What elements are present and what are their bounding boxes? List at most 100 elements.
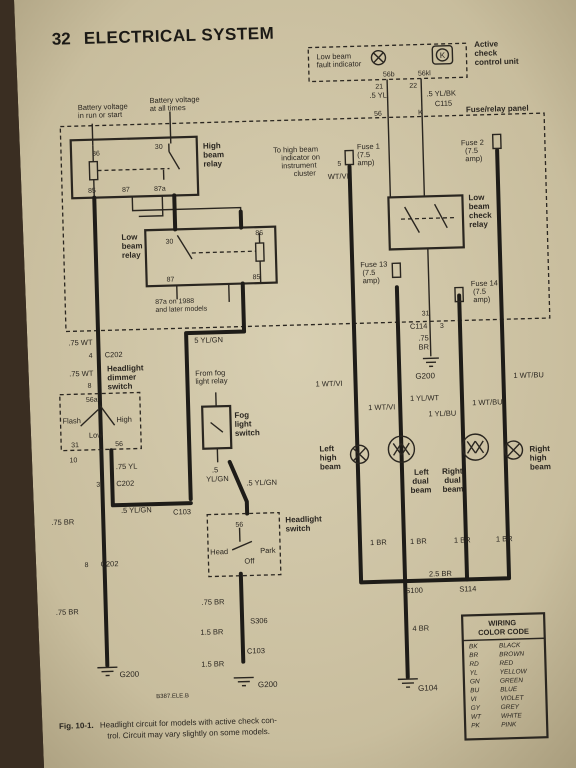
- battery-run-label: Battery voltage in run or start: [78, 102, 131, 120]
- wire-label-15br-b: 1.5 BR: [201, 659, 225, 669]
- svg-text:87a: 87a: [154, 186, 166, 193]
- section-title: ELECTRICAL SYSTEM: [84, 24, 275, 48]
- note-87a-label: 87a on 1988 and later models: [155, 298, 208, 314]
- fuse-1-label: Fuse 1 (7.5 amp): [357, 142, 383, 168]
- wire-label-br: BR: [418, 342, 429, 351]
- wire-label-56: 56: [374, 111, 382, 118]
- wire-fuse2-to-right-high: [403, 148, 512, 584]
- fuse-2: [491, 133, 502, 150]
- color-code-abbr: BR: [469, 652, 479, 659]
- headlight-dimmer-switch: 56a Flash High Low 31 56: [59, 391, 142, 452]
- pin-56b: 56b: [383, 71, 395, 78]
- right-high-beam-label: Right high beam: [529, 444, 552, 472]
- pin-21: 21: [375, 84, 383, 91]
- fuse-14-label: Fuse 14 (7.5 amp): [471, 278, 501, 304]
- svg-text:30: 30: [165, 238, 173, 245]
- wire-label-wtvi-small: WT/VI: [328, 172, 349, 182]
- paper-sheet: [14, 0, 576, 768]
- fuse-2-label: Fuse 2 (7.5 amp): [461, 138, 487, 164]
- color-code-name: WHITE: [501, 712, 523, 720]
- fog-light-switch: [201, 392, 233, 463]
- svg-text:Flash: Flash: [62, 416, 81, 426]
- wire-label-5yl: .5 YL: [369, 90, 387, 99]
- wire-label-1wtvi-a: 1 WT/VI: [315, 379, 342, 389]
- low-beam-relay: 30 86 87 85: [144, 225, 278, 288]
- wire-label-75yl: .75 YL: [116, 462, 138, 472]
- color-code-abbr: BK: [469, 643, 479, 650]
- svg-text:Low: Low: [89, 431, 104, 440]
- svg-text:85: 85: [252, 274, 260, 281]
- wire-label-4br: 4 BR: [412, 623, 430, 632]
- fuse-13-label: Fuse 13 (7.5 amp): [360, 259, 390, 285]
- color-code-name: BLACK: [499, 642, 521, 650]
- wire-label-1br-c: 1 BR: [454, 535, 472, 544]
- wire-label-5ylgn-c: .5 YL/GN: [121, 505, 152, 515]
- connector-c115: C115: [435, 99, 453, 108]
- fuse-1: [344, 149, 355, 166]
- connector-c202-b: C202: [116, 479, 134, 488]
- wire-label-1br-d: 1 BR: [496, 534, 514, 543]
- wire-label-75wt-a: .75 WT: [68, 338, 93, 348]
- battery-all-label: Battery voltage at all times: [149, 95, 202, 113]
- fuse-relay-panel-label: Fuse/relay panel: [466, 104, 529, 115]
- wire-headlight-ground: [238, 571, 246, 664]
- low-beam-check-relay-label: Low beam check relay: [468, 193, 494, 230]
- wire-high-relay-30-to-low: [172, 193, 178, 232]
- wire-label-15br-a: 1.5 BR: [200, 627, 224, 637]
- high-beam-relay-label: High beam relay: [203, 141, 227, 169]
- color-code-abbr: PK: [471, 722, 481, 729]
- left-dual-beam-lamp: [387, 435, 416, 463]
- pin-3: 3: [440, 323, 444, 330]
- fuse-13: [391, 262, 402, 279]
- ground-symbol-right: [397, 678, 418, 688]
- wire-label-75br-c: .75 BR: [201, 597, 225, 607]
- high-beam-relay: 86 30 85 87 87a: [69, 135, 200, 200]
- wire-label-5ylgn-a: 5 YL/GN: [194, 335, 223, 345]
- wire-label-25br: 2.5 BR: [429, 569, 453, 579]
- wire-label-75br-b: .75 BR: [56, 607, 80, 617]
- color-code-abbr: WT: [471, 713, 482, 720]
- color-code-name: GREY: [501, 704, 520, 712]
- wire-label-1wtbu-a: 1 WT/BU: [472, 397, 503, 407]
- splice-s306: S306: [250, 616, 268, 625]
- wire-label-1br-a: 1 BR: [370, 538, 388, 547]
- pin-4: 4: [89, 353, 93, 360]
- svg-text:87: 87: [122, 187, 130, 194]
- connector-c202-a: C202: [105, 350, 123, 359]
- wire-label-1ylbu: 1 YL/BU: [428, 409, 456, 419]
- color-code-name: PINK: [501, 721, 517, 728]
- from-fog-relay-label: From fog light relay: [195, 368, 228, 386]
- svg-text:K: K: [440, 51, 446, 60]
- color-code-name: RED: [499, 660, 513, 667]
- color-code-name: VIOLET: [500, 695, 524, 703]
- connector-c114: C114: [410, 321, 428, 330]
- color-code-abbr: GN: [470, 678, 480, 685]
- left-high-beam-label: Left high beam: [319, 444, 341, 472]
- pin-8: 8: [87, 383, 91, 390]
- right-dual-beam-lamp: [461, 433, 490, 461]
- svg-text:31: 31: [71, 442, 79, 449]
- ground-symbol-top: [422, 357, 439, 368]
- headlight-dimmer-label: Headlight dimmer switch: [107, 363, 146, 391]
- svg-text:Off: Off: [244, 556, 255, 565]
- wire-label-5ylgn-d: .5 YL/GN: [246, 478, 277, 488]
- active-check-control-unit: K Active check control unit Low beam fau…: [307, 39, 519, 83]
- splice-s114: S114: [459, 584, 476, 593]
- color-code-abbr: RD: [469, 661, 479, 668]
- to-high-beam-indicator-label: To high beam indicator on instrument clu…: [273, 144, 323, 178]
- splice-s100: S100: [405, 586, 423, 595]
- wire-label-1br-b: 1 BR: [410, 537, 428, 546]
- color-code-name: GREEN: [500, 677, 524, 685]
- wire-fog-to-headlight-switch: [227, 459, 250, 516]
- ground-g200-left: G200: [119, 670, 139, 680]
- color-code-title: WIRING COLOR CODE: [478, 618, 529, 637]
- fog-light-switch-label: Fog light switch: [234, 410, 260, 438]
- svg-text:56: 56: [235, 522, 243, 529]
- svg-text:86: 86: [92, 150, 100, 157]
- svg-text:56: 56: [115, 441, 123, 448]
- wire-label-1ylwt: 1 YL/WT: [410, 393, 440, 403]
- svg-text:High: High: [116, 415, 132, 424]
- color-code-abbr: GY: [471, 705, 481, 712]
